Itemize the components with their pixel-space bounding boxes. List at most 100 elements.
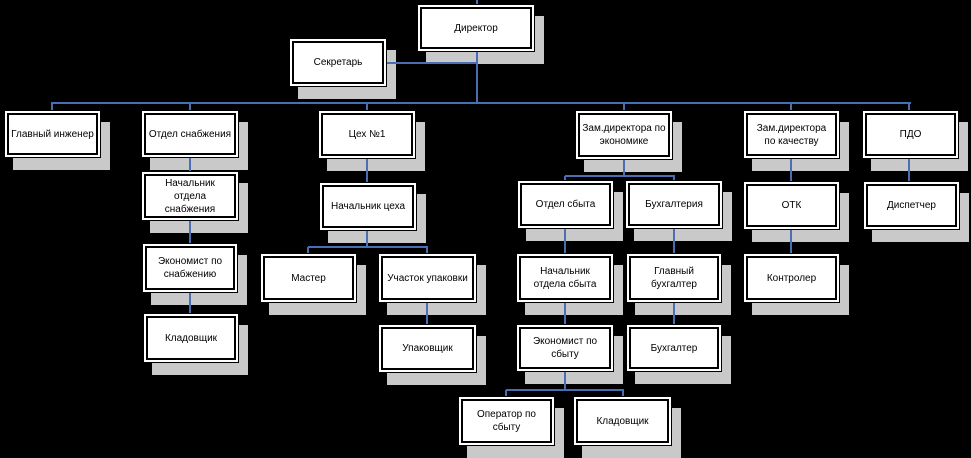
connector-line	[51, 102, 911, 104]
org-node-chief-accountant[interactable]: Главный бухгалтер	[626, 253, 722, 303]
org-node-supply-head[interactable]: Начальник отдела снабжения	[141, 171, 239, 221]
org-node-packer[interactable]: Упаковщик	[378, 324, 477, 373]
org-node-master[interactable]: Мастер	[260, 253, 357, 303]
connector-line	[908, 103, 910, 110]
org-node-border: Контролер	[746, 256, 837, 300]
org-node-border: Бухгалтер	[629, 327, 719, 369]
connector-line	[564, 303, 566, 324]
org-node-label: Отдел сбыта	[535, 199, 596, 210]
org-node-sales-dept[interactable]: Отдел сбыта	[517, 180, 614, 229]
connector-line	[189, 103, 191, 110]
org-node-label: Секретарь	[313, 57, 363, 68]
org-node-border: Мастер	[263, 256, 354, 300]
connector-line	[189, 221, 191, 243]
org-node-border: Участок упаковки	[381, 256, 474, 300]
org-node-otk[interactable]: ОТК	[743, 181, 840, 230]
org-node-supply-dept[interactable]: Отдел снабжения	[141, 110, 239, 158]
org-node-label: Экономист по сбыту	[532, 336, 598, 360]
org-node-border: Зам.директора по экономике	[578, 113, 670, 157]
org-node-border: Упаковщик	[381, 327, 474, 370]
org-node-label: Бухгалтерия	[645, 199, 703, 210]
org-node-shop-1[interactable]: Цех №1	[318, 110, 416, 159]
org-node-border: Главный инженер	[7, 113, 98, 155]
connector-line	[307, 247, 309, 253]
connector-line	[565, 175, 675, 177]
org-node-sales-economist[interactable]: Экономист по сбыту	[516, 324, 614, 372]
org-node-accountant[interactable]: Бухгалтер	[626, 324, 722, 372]
org-node-label: Участок упаковки	[387, 272, 468, 284]
org-node-border: Бухгалтерия	[628, 183, 720, 226]
connector-line	[426, 303, 428, 324]
org-node-border: Начальник цеха	[322, 185, 414, 228]
org-node-label: Кладовщик	[164, 332, 218, 344]
org-node-storekeeper-supply[interactable]: Кладовщик	[143, 313, 239, 363]
connector-line	[387, 62, 478, 64]
org-node-border: Кладовщик	[146, 316, 236, 360]
connector-line	[51, 103, 53, 110]
connector-line	[189, 293, 191, 313]
connector-line	[908, 159, 910, 181]
org-node-secretary[interactable]: Секретарь	[289, 38, 387, 87]
org-node-deputy-economics[interactable]: Зам.директора по экономике	[575, 110, 673, 160]
org-node-dispatcher[interactable]: Диспетчер	[863, 181, 960, 230]
org-node-label: Оператор по сбыту	[476, 409, 536, 433]
connector-line	[366, 159, 368, 182]
org-node-label: Зам.директора по экономике	[582, 123, 666, 147]
org-node-border: Диспетчер	[866, 184, 957, 227]
org-node-storekeeper-sales[interactable]: Кладовщик	[573, 396, 672, 446]
org-node-border: Начальник отдела снабжения	[144, 174, 236, 218]
connector-line	[623, 160, 625, 176]
org-node-border: ПДО	[865, 113, 956, 156]
org-node-label: Бухгалтер	[650, 342, 698, 354]
connector-line	[623, 103, 625, 110]
org-node-label: Начальник цеха	[330, 201, 406, 212]
org-node-director[interactable]: Директор	[417, 4, 535, 52]
connector-line	[308, 246, 428, 248]
org-node-deputy-quality[interactable]: Зам.директора по качеству	[743, 110, 840, 159]
org-node-border: Директор	[420, 7, 532, 49]
org-node-chief-engineer[interactable]: Главный инженер	[4, 110, 101, 158]
org-node-sales-operator[interactable]: Оператор по сбыту	[458, 396, 555, 446]
connector-line	[673, 303, 675, 324]
org-node-label: Мастер	[291, 272, 326, 284]
connector-line	[790, 103, 792, 110]
org-node-pdo[interactable]: ПДО	[862, 110, 959, 159]
connector-line	[622, 390, 624, 397]
org-node-controller[interactable]: Контролер	[743, 253, 840, 303]
org-node-label: Кладовщик	[596, 415, 649, 427]
connector-line	[476, 52, 478, 103]
org-node-label: ОТК	[781, 200, 802, 211]
connector-line	[790, 230, 792, 253]
connector-line	[366, 103, 368, 110]
org-node-border: ОТК	[746, 184, 837, 227]
connector-line	[564, 372, 566, 390]
connector-line	[564, 229, 566, 253]
org-node-border: Отдел сбыта	[520, 183, 611, 226]
org-node-label: Отдел снабжения	[148, 128, 232, 140]
org-node-border: Цех №1	[321, 113, 413, 156]
org-node-label: Зам.директора по качеству	[756, 122, 827, 147]
org-node-label: Экономист по снабжению	[157, 256, 223, 280]
connector-line	[476, 0, 478, 4]
org-node-label: Директор	[454, 22, 498, 34]
org-node-label: Начальник отдела снабжения	[164, 177, 216, 215]
org-node-label: Упаковщик	[402, 343, 453, 354]
org-node-sales-head[interactable]: Начальник отдела сбыта	[516, 253, 614, 303]
org-node-border: Зам.директора по качеству	[746, 113, 837, 156]
org-node-label: ПДО	[899, 129, 922, 140]
org-node-packing-area[interactable]: Участок упаковки	[378, 253, 477, 303]
connector-line	[564, 176, 566, 181]
connector-line	[366, 231, 368, 247]
connector-line	[426, 247, 428, 253]
connector-line	[673, 229, 675, 253]
org-node-accounting-dept[interactable]: Бухгалтерия	[625, 180, 723, 229]
org-node-label: Главный бухгалтер	[651, 266, 697, 290]
connector-line	[189, 158, 191, 171]
org-node-shop-head[interactable]: Начальник цеха	[319, 182, 417, 231]
connector-line	[506, 389, 624, 391]
org-node-border: Оператор по сбыту	[461, 399, 552, 443]
org-node-border: Отдел снабжения	[144, 113, 236, 155]
org-node-label: Контролер	[766, 272, 817, 284]
org-node-supply-economist[interactable]: Экономист по снабжению	[142, 243, 238, 293]
